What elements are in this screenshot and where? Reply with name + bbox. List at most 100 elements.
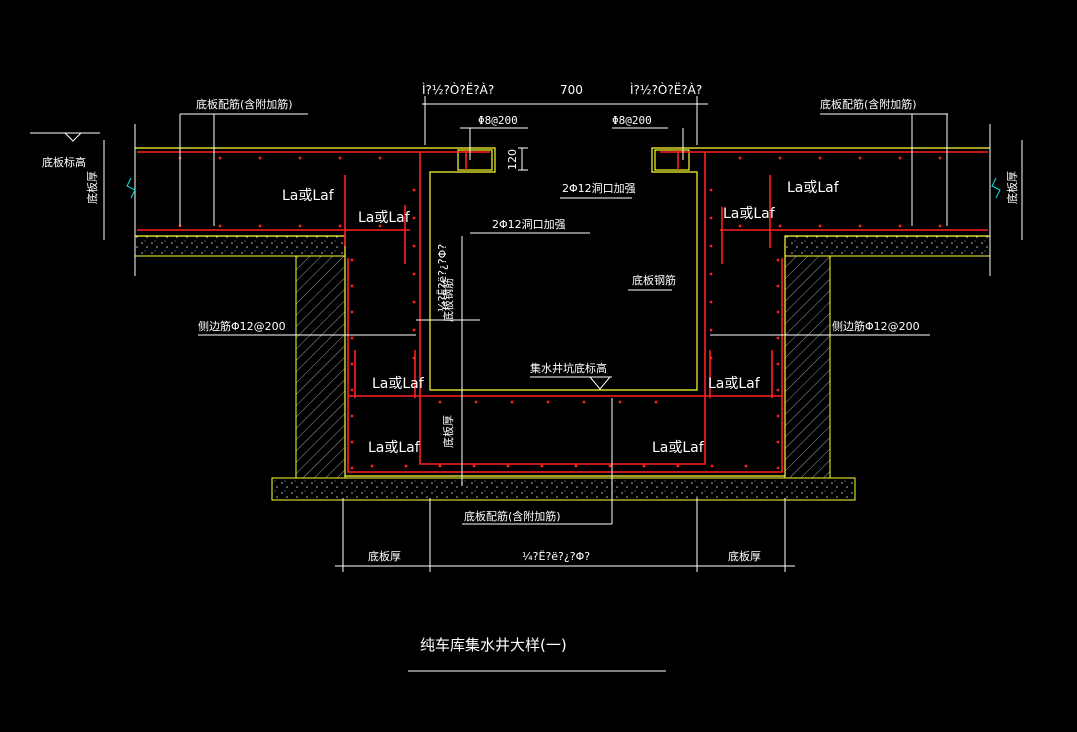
rebar-dot (738, 156, 742, 160)
rebar-dot (776, 414, 780, 418)
pit-bottom-elevation-label: 集水井坑底标高 (530, 361, 607, 375)
slab-elevation-label: 底板标高 (42, 155, 86, 169)
rebar-dot (618, 400, 622, 404)
rebar-dot (378, 156, 382, 160)
rebar-dot (818, 156, 822, 160)
rebar-dot (350, 284, 354, 288)
hole-rebar-right-label: 2Φ12洞口加强 (562, 182, 636, 195)
rebar-dot (744, 464, 748, 468)
bottom-right-dimension-label: 底板厚 (728, 549, 761, 563)
rebar-dot (898, 156, 902, 160)
top-width-dimension: 700 (560, 83, 583, 97)
rebar-dot (350, 258, 354, 262)
rebar-dot (412, 244, 416, 248)
concrete-outline (134, 147, 991, 501)
anchor-length-label-1: La或Laf (282, 188, 335, 204)
rebar-dot (350, 440, 354, 444)
rebar-dot (412, 328, 416, 332)
rebar-dot (350, 414, 354, 418)
rebar-dot (709, 300, 713, 304)
rebar-dot (818, 224, 822, 228)
rebar-dot (642, 464, 646, 468)
bottom-rebar-left-label: 底板钢筋 (441, 278, 455, 322)
rebar-dot (472, 464, 476, 468)
rebar-dot (474, 400, 478, 404)
anchor-length-label-8: La或Laf (652, 440, 705, 456)
rebar-dot (676, 464, 680, 468)
bottom-center-dimension-label: ¼?Ë?ë?¿?Φ? (522, 550, 590, 563)
rebar-dot (258, 156, 262, 160)
rebar-dot (350, 466, 354, 470)
rebar-dot (540, 464, 544, 468)
rebar-dot (350, 388, 354, 392)
rebar-dot (776, 336, 780, 340)
anchor-length-label-4: La或Laf (723, 206, 776, 222)
slab-thickness-right-label: 底板厚 (1005, 171, 1019, 204)
dimension-lines (30, 96, 1023, 572)
vertical-garbled-label: ¼?Ë?ë?¿?Φ? (436, 244, 449, 312)
bar-spacing-right-label: Φ8@200 (612, 114, 652, 127)
rebar-dot (258, 224, 262, 228)
rebar-dot (218, 224, 222, 228)
bottom-left-dimension-label: 底板厚 (368, 549, 401, 563)
rebar-dot (218, 156, 222, 160)
rebar-dot (412, 216, 416, 220)
rebar-dot (412, 300, 416, 304)
anchor-length-label-3: La或Laf (787, 180, 840, 196)
rebar-dot (438, 464, 442, 468)
rebar-dot (378, 224, 382, 228)
rebar-dot (338, 156, 342, 160)
rebar-dot (709, 272, 713, 276)
rebar-dot (412, 356, 416, 360)
rebar-dot (858, 156, 862, 160)
anchor-length-label-6: La或Laf (708, 376, 761, 392)
rebar-dot (546, 400, 550, 404)
rebars (137, 150, 988, 473)
rebar-dot (608, 464, 612, 468)
hole-rebar-left-label: 2Φ12洞口加强 (492, 218, 566, 231)
rebar-dot (776, 258, 780, 262)
bar-spacing-left-label: Φ8@200 (478, 114, 518, 127)
rebar-dot (412, 272, 416, 276)
top-right-garbled-label: Ì?½?Ò?Ë?À? (630, 82, 702, 97)
rebar-dot (776, 466, 780, 470)
slab-thickness-left-label: 底板厚 (85, 171, 99, 204)
rebar-dots (178, 156, 942, 470)
rebar-dot (412, 188, 416, 192)
rebar-dot (510, 400, 514, 404)
side-wall-rebar-left-label: 侧边筋Φ12@200 (198, 319, 286, 333)
rebar-dot (776, 440, 780, 444)
rebar-dot (898, 224, 902, 228)
anchor-length-label-7: La或Laf (368, 440, 421, 456)
rebar-dot (778, 156, 782, 160)
pit-thickness-label: 底板厚 (441, 415, 455, 448)
rebar-dot (938, 224, 942, 228)
side-wall-rebar-right-label: 侧边筋Φ12@200 (832, 319, 920, 333)
bottom-slab-rebar-label: 底板配筋(含附加筋) (464, 509, 561, 523)
slab-rebar-left-label: 底板配筋(含附加筋) (196, 97, 293, 111)
rebar-dot (350, 362, 354, 366)
slab-rebar-right-label: 底板配筋(含附加筋) (820, 97, 917, 111)
rebar-dot (709, 216, 713, 220)
rebar-dot (738, 224, 742, 228)
rebar-dot (709, 356, 713, 360)
rebar-dot (298, 156, 302, 160)
rebar-dot (778, 224, 782, 228)
callout-marks (126, 177, 1001, 199)
rebar-dot (404, 464, 408, 468)
rebar-dot (370, 464, 374, 468)
rebar-dot (438, 400, 442, 404)
rebar-dot (709, 328, 713, 332)
top-left-garbled-label: Ì?½?Ò?Ë?À? (422, 82, 494, 97)
rebar-dot (654, 400, 658, 404)
rebar-dot (350, 310, 354, 314)
rebar-dot (350, 336, 354, 340)
hole-depth-dimension: 120 (506, 149, 519, 170)
rebar-dot (506, 464, 510, 468)
rebar-dot (776, 388, 780, 392)
rebar-dot (776, 310, 780, 314)
rebar-dot (858, 224, 862, 228)
rebar-dot (776, 362, 780, 366)
anchor-length-label-2: La或Laf (358, 210, 411, 226)
